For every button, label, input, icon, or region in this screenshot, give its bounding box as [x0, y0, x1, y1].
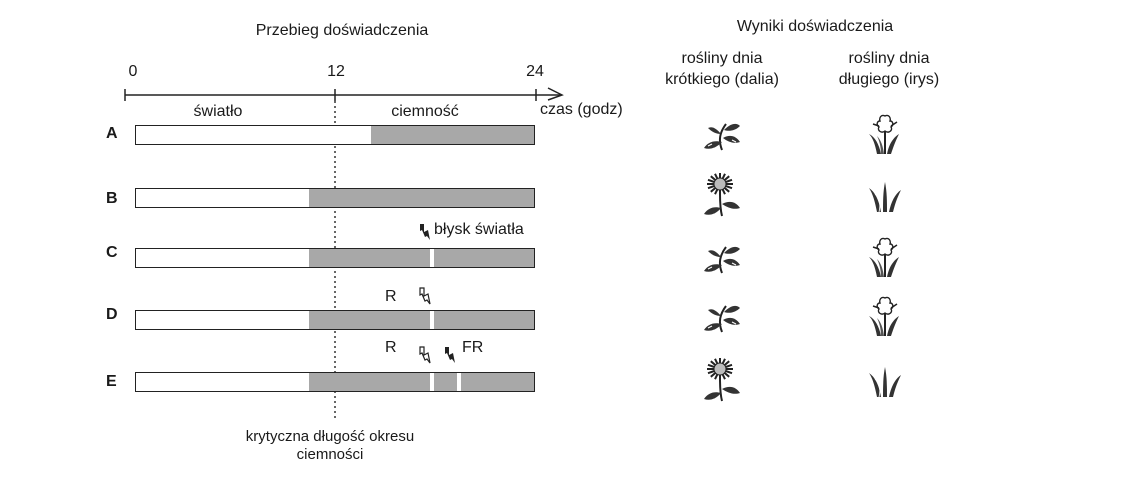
tick-label-24: 24 [526, 63, 544, 80]
axis-unit-label: czas (godz) [540, 101, 623, 118]
results-title: Wyniki doświadczenia [736, 18, 894, 35]
row-label-b: B [106, 190, 118, 207]
far-red-flash-label: FR [462, 339, 484, 356]
photoperiod-bar-d [135, 310, 535, 330]
red-flash-gap [430, 311, 434, 329]
light-flash-gap [430, 249, 434, 267]
critical-label-line2: ciemności [296, 446, 364, 463]
row-label-d: D [106, 306, 118, 323]
flash-label: błysk światła [434, 221, 524, 238]
photoperiod-bar-c [135, 248, 535, 268]
red-flash-gap [430, 373, 434, 391]
short-day-header-1: rośliny dnia [681, 50, 763, 67]
iris-flowering-icon [869, 296, 899, 336]
dahlia-not-flowering-icon [704, 246, 740, 274]
red-flash-label-e: R [385, 339, 397, 356]
dark-period-label: ciemność [391, 103, 459, 120]
iris-not-flowering-icon [869, 367, 901, 398]
red-flash-icon [419, 346, 431, 364]
row-label-c: C [106, 244, 118, 261]
photoperiod-bar-b [135, 188, 535, 208]
dark-period-segment [309, 373, 534, 391]
critical-label-line1: krytyczna długość okresu [245, 428, 415, 445]
photoperiod-bar-e [135, 372, 535, 392]
iris-flowering-icon [869, 237, 899, 277]
dark-period-segment [309, 311, 534, 329]
light-period-label: światło [193, 103, 243, 120]
photoperiod-bar-a [135, 125, 535, 145]
far-red-flash-icon [445, 347, 455, 363]
tick-label-12: 12 [327, 63, 345, 80]
iris-flowering-icon [869, 114, 899, 154]
iris-not-flowering-icon [869, 182, 901, 213]
long-day-header-2: długiego (irys) [838, 71, 940, 88]
dark-period-segment [371, 126, 534, 144]
row-label-e: E [106, 373, 117, 390]
flash-lightning-icon [420, 224, 430, 240]
dahlia-not-flowering-icon [704, 123, 740, 151]
dark-period-segment [309, 249, 534, 267]
experiment-title: Przebieg doświadczenia [255, 22, 429, 39]
far-red-flash-gap [457, 373, 461, 391]
dahlia-flowering-icon [704, 173, 740, 217]
row-label-a: A [106, 125, 118, 142]
red-flash-label-d: R [385, 288, 397, 305]
short-day-header-2: krótkiego (dalia) [665, 71, 779, 88]
dark-period-segment [309, 189, 534, 207]
red-flash-icon [419, 287, 431, 305]
tick-label-0: 0 [128, 63, 138, 80]
long-day-header-1: rośliny dnia [848, 50, 930, 67]
dahlia-not-flowering-icon [704, 305, 740, 333]
dahlia-flowering-icon [704, 358, 740, 402]
